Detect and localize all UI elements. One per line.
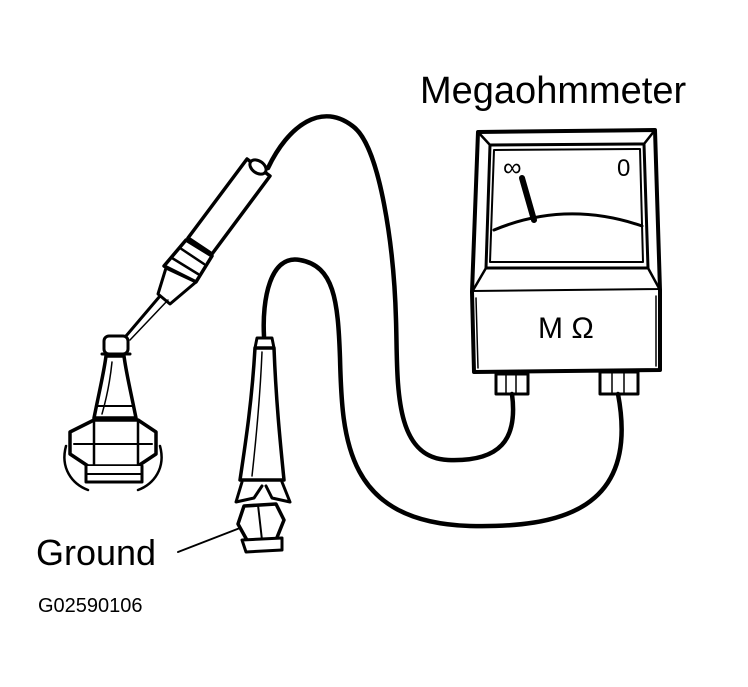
scale-infinity-label: ∞ — [503, 152, 522, 182]
ground-leader-line — [177, 527, 241, 553]
terminal-right — [598, 370, 640, 396]
megaohmmeter — [470, 128, 662, 374]
terminal-left — [494, 372, 530, 396]
unit-label: M Ω — [538, 312, 594, 345]
ground-lead — [261, 257, 624, 529]
scale-zero-label: 0 — [617, 155, 630, 182]
spark-plug — [63, 334, 163, 492]
figure-code: G02590106 — [38, 595, 143, 617]
ground-clip — [234, 336, 292, 554]
test-probe — [124, 157, 272, 341]
megaohmmeter-label: Megaohmmeter — [420, 70, 687, 112]
ground-label: Ground — [36, 532, 157, 573]
probe-lead — [265, 114, 516, 463]
